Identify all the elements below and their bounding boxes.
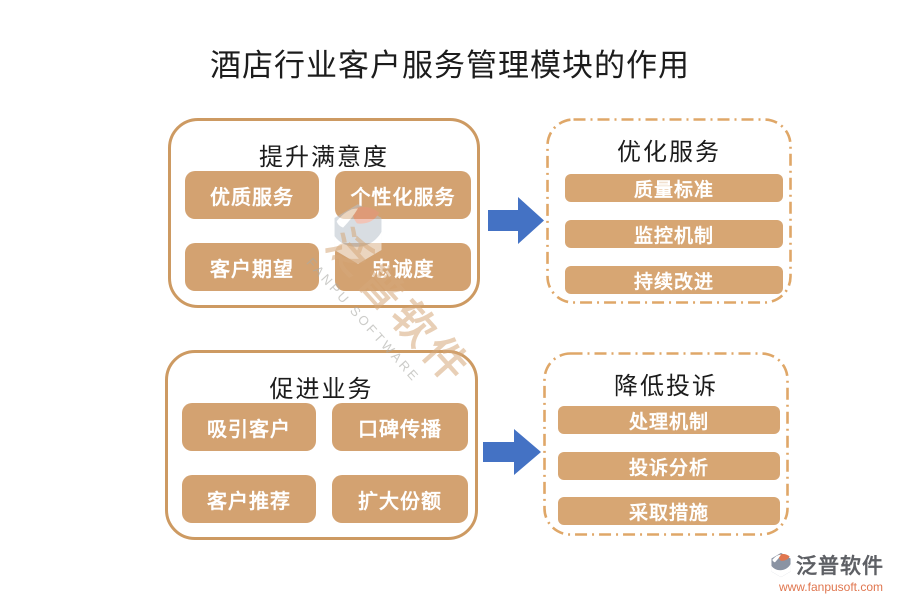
bar-complaint-analysis: 投诉分析	[558, 452, 780, 480]
bar-quality-standard: 质量标准	[565, 174, 783, 202]
group-optimize: 优化服务 质量标准 监控机制 持续改进	[546, 118, 792, 304]
group-satisfaction: 提升满意度 优质服务 个性化服务 客户期望 忠诚度	[168, 118, 480, 308]
chip-customer-expectation: 客户期望	[185, 243, 319, 291]
chip-personalized-service: 个性化服务	[335, 171, 471, 219]
bar-take-measures: 采取措施	[558, 497, 780, 525]
group-business-title: 促进业务	[269, 377, 374, 403]
fanpu-logo-icon	[771, 552, 791, 578]
bar-handling-mechanism: 处理机制	[558, 406, 780, 434]
group-complaints-title: 降低投诉	[614, 374, 718, 400]
chip-word-of-mouth: 口碑传播	[332, 403, 468, 451]
arrow-right-icon	[483, 429, 541, 475]
group-optimize-title: 优化服务	[617, 140, 721, 166]
footer-brand: 泛普软件 www.fanpusoft.com	[768, 550, 894, 594]
chip-expand-share: 扩大份额	[332, 475, 468, 523]
group-business: 促进业务 吸引客户 口碑传播 客户推荐 扩大份额	[165, 350, 478, 540]
bar-continuous-improvement: 持续改进	[565, 266, 783, 294]
bar-monitoring-mechanism: 监控机制	[565, 220, 783, 248]
chip-quality-service: 优质服务	[185, 171, 319, 219]
footer-website: www.fanpusoft.com	[778, 580, 884, 594]
chip-attract-customers: 吸引客户	[182, 403, 316, 451]
chip-loyalty: 忠诚度	[335, 243, 471, 291]
diagram-title: 酒店行业客户服务管理模块的作用	[210, 48, 690, 83]
footer-brand-name: 泛普软件	[796, 554, 884, 578]
group-complaints: 降低投诉 处理机制 投诉分析 采取措施	[543, 352, 789, 536]
arrow-right-icon	[488, 197, 544, 244]
group-satisfaction-title: 提升满意度	[259, 145, 389, 171]
chip-customer-referral: 客户推荐	[182, 475, 316, 523]
